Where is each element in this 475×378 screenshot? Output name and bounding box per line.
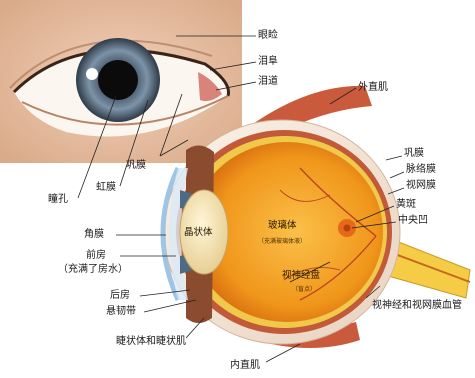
label-zonule: 悬韧带 — [106, 306, 136, 318]
label-pupil: 瞳孔 — [48, 194, 68, 206]
label-vitreous: 玻璃体 — [268, 220, 297, 231]
label-iris: 虹膜 — [96, 182, 116, 194]
label-cornea: 角膜 — [84, 229, 104, 241]
label-retina: 视网膜 — [406, 180, 436, 192]
label-lateral-rectus: 外直肌 — [358, 82, 388, 94]
eye-photo — [0, 0, 242, 163]
label-fovea: 中央凹 — [398, 215, 428, 227]
label-eyelid: 眼睑 — [258, 30, 278, 42]
label-lens: 晶状体 — [184, 227, 213, 238]
label-anterior-chamber: 前房 — [66, 250, 126, 262]
label-lacrimal-duct: 泪道 — [258, 76, 278, 88]
label-medial-rectus: 内直肌 — [230, 360, 260, 372]
label-ciliary: 睫状体和睫状肌 — [116, 336, 186, 348]
label-sclera-right: 巩膜 — [404, 148, 424, 160]
label-anterior-chamber-note: （充满了房水） — [58, 264, 128, 276]
label-sclera-front: 巩膜 — [126, 160, 146, 172]
label-lacrimal-caruncle: 泪阜 — [258, 56, 278, 68]
label-optic-disc: 视神经盘 — [282, 270, 320, 281]
label-vitreous-note: （充满玻璃体液） — [258, 236, 306, 245]
label-optic-disc-note: （盲点） — [292, 284, 316, 293]
label-choroid: 脉络膜 — [406, 164, 436, 176]
label-optic-nerve: 视神经和视网膜血管 — [372, 300, 462, 312]
label-posterior-chamber: 后房 — [110, 290, 130, 302]
label-macula: 黄斑 — [396, 199, 416, 211]
